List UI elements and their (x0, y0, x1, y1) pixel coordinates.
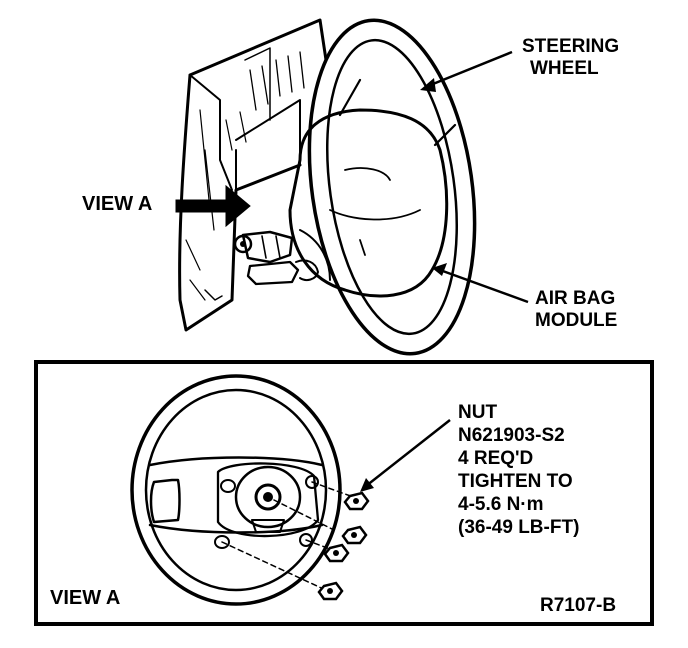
inset-mount-hole (305, 475, 319, 489)
inset-spoke-pad (149, 478, 181, 524)
inset-wheel-rim-outer (130, 374, 342, 606)
nut-torque-instruction: TIGHTEN TO (458, 471, 573, 492)
column-connector (246, 260, 300, 286)
view-a-inset-frame (34, 360, 654, 626)
inset-mount-hole (220, 479, 236, 493)
air-bag-module-label: AIR BAG (535, 288, 615, 309)
inset-mount-hole (214, 535, 230, 549)
nut-label: NUT (458, 402, 497, 423)
inset-mount-hole (299, 533, 313, 547)
view-a-arrow (175, 184, 251, 228)
nut-part-number: N621903-S2 (458, 425, 565, 446)
nut-icon (343, 491, 370, 511)
steering-wheel-rim-inner (325, 38, 459, 336)
column-bolt (241, 230, 294, 264)
view-a-inset-label: VIEW A (50, 587, 120, 609)
nut-icon (323, 543, 350, 563)
inset-center-nut (254, 483, 282, 511)
inset-steering-wheel (130, 374, 357, 606)
nut-leader-line (360, 419, 451, 492)
nut-icon (317, 581, 344, 601)
upper-leader-lines (420, 50, 529, 304)
figure-reference-code: R7107-B (540, 595, 616, 616)
steering-wheel-label-line2: WHEEL (530, 58, 599, 79)
view-a-label: VIEW A (82, 193, 152, 215)
nut-torque-imperial: (36-49 LB-FT) (458, 517, 579, 538)
inset-nuts (317, 491, 370, 601)
inset-wheel-rim-inner (144, 388, 328, 592)
inset-hub-plate (216, 462, 320, 538)
steering-wheel-rim-outer (307, 18, 477, 356)
dashboard-housing (178, 18, 328, 332)
nut-torque-metric: 4-5.6 N·m (458, 494, 544, 515)
nut-quantity: 4 REQ'D (458, 448, 533, 469)
air-bag-module-label-line2: MODULE (535, 310, 617, 331)
steering-wheel-label: STEERING (522, 36, 619, 57)
nut-icon (341, 525, 368, 545)
air-bag-module (288, 108, 449, 298)
steering-column-and-dash-illustration (178, 18, 477, 356)
